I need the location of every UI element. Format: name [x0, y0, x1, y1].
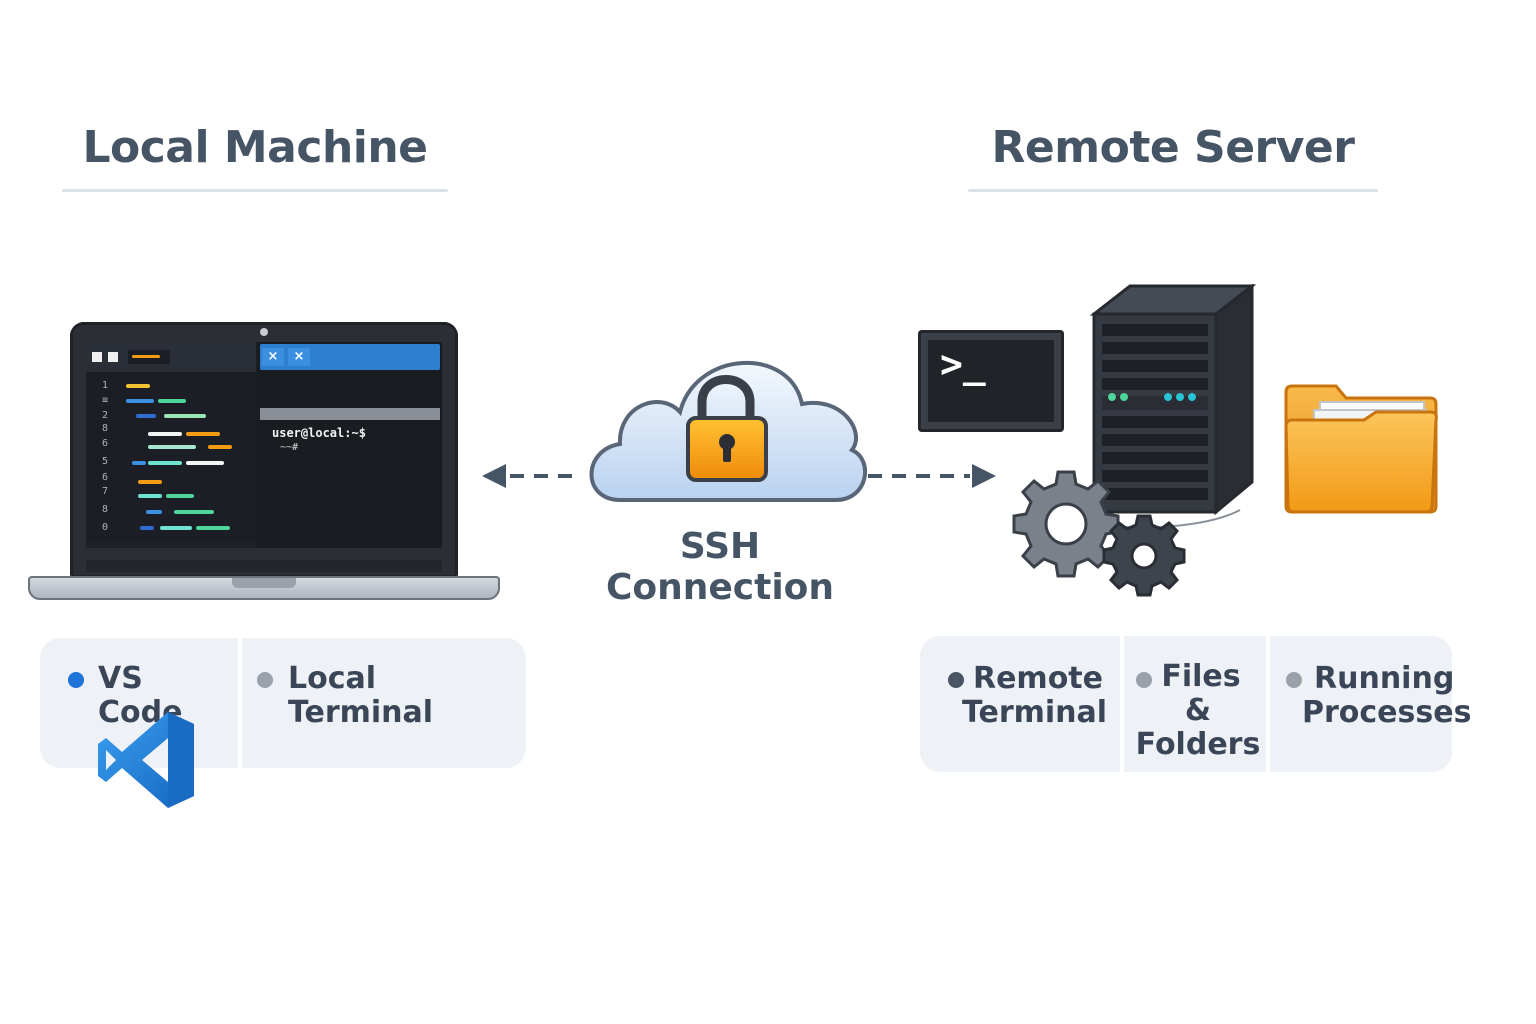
- remote-terminal-label: Remote Terminal: [962, 661, 1108, 730]
- vscode-bullet: [68, 672, 84, 688]
- local-terminal-pane: × × user@local:~$ ~~#: [258, 342, 442, 548]
- editor-tab: [128, 350, 170, 364]
- close-icon[interactable]: ×: [288, 348, 310, 366]
- terminal-tabbar: × ×: [260, 344, 440, 370]
- remote-server-heading: Remote Server: [991, 122, 1355, 173]
- window-button-icon: [92, 352, 102, 362]
- laptop-hinge: [86, 560, 442, 572]
- laptop-camera: [260, 328, 268, 336]
- line-number: 1: [102, 380, 109, 391]
- folder-icon: [1284, 384, 1438, 514]
- line-number: 5: [102, 456, 109, 467]
- laptop-screen: × × user@local:~$ ~~#: [86, 342, 442, 548]
- code-area: [86, 372, 256, 542]
- server-cable: [1113, 509, 1241, 529]
- local-terminal-label: Local Terminal: [288, 661, 434, 730]
- line-number: 8: [102, 423, 109, 434]
- remote-items-card: [920, 636, 1452, 772]
- ssh-connection-graphic: [482, 360, 996, 502]
- files-folders-label: Files & Folders: [1135, 659, 1261, 762]
- terminal-header-strip: [260, 408, 440, 420]
- remote-terminal-bullet: [948, 672, 964, 688]
- ssh-connection-label: SSH Connection: [605, 526, 835, 608]
- editor-titlebar: [86, 342, 256, 372]
- running-processes-bullet: [1286, 672, 1302, 688]
- local-terminal-bullet: [257, 672, 273, 688]
- window-button-icon: [108, 352, 118, 362]
- laptop-notch: [232, 578, 296, 588]
- local-heading-underline: [62, 189, 448, 192]
- padlock-icon: [686, 375, 768, 482]
- arrow-left-icon: [482, 464, 580, 488]
- local-machine-heading: Local Machine: [82, 122, 428, 173]
- terminal-window-screen: [928, 340, 1054, 422]
- terminal-cursor-text: ~~#: [280, 442, 299, 453]
- line-number: 6: [102, 438, 109, 449]
- files-folders-bullet: [1136, 672, 1152, 688]
- running-processes-label: Running Processes: [1302, 661, 1472, 730]
- vscode-icon: [98, 712, 194, 808]
- local-items-card: [40, 638, 526, 768]
- line-number: 7: [102, 486, 109, 497]
- line-number: 8: [102, 504, 109, 515]
- line-number: 6: [102, 472, 109, 483]
- terminal-symbol: >_: [940, 342, 986, 386]
- line-number: 0: [102, 522, 109, 533]
- terminal-prompt: user@local:~$: [272, 426, 366, 440]
- arrow-right-icon: [868, 464, 996, 488]
- gear-icon: [1012, 470, 1186, 597]
- remote-heading-underline: [968, 189, 1378, 192]
- close-icon[interactable]: ×: [262, 348, 284, 366]
- line-number: 2: [102, 410, 109, 421]
- line-number: ≡: [102, 395, 109, 406]
- server-icon: [1090, 284, 1257, 516]
